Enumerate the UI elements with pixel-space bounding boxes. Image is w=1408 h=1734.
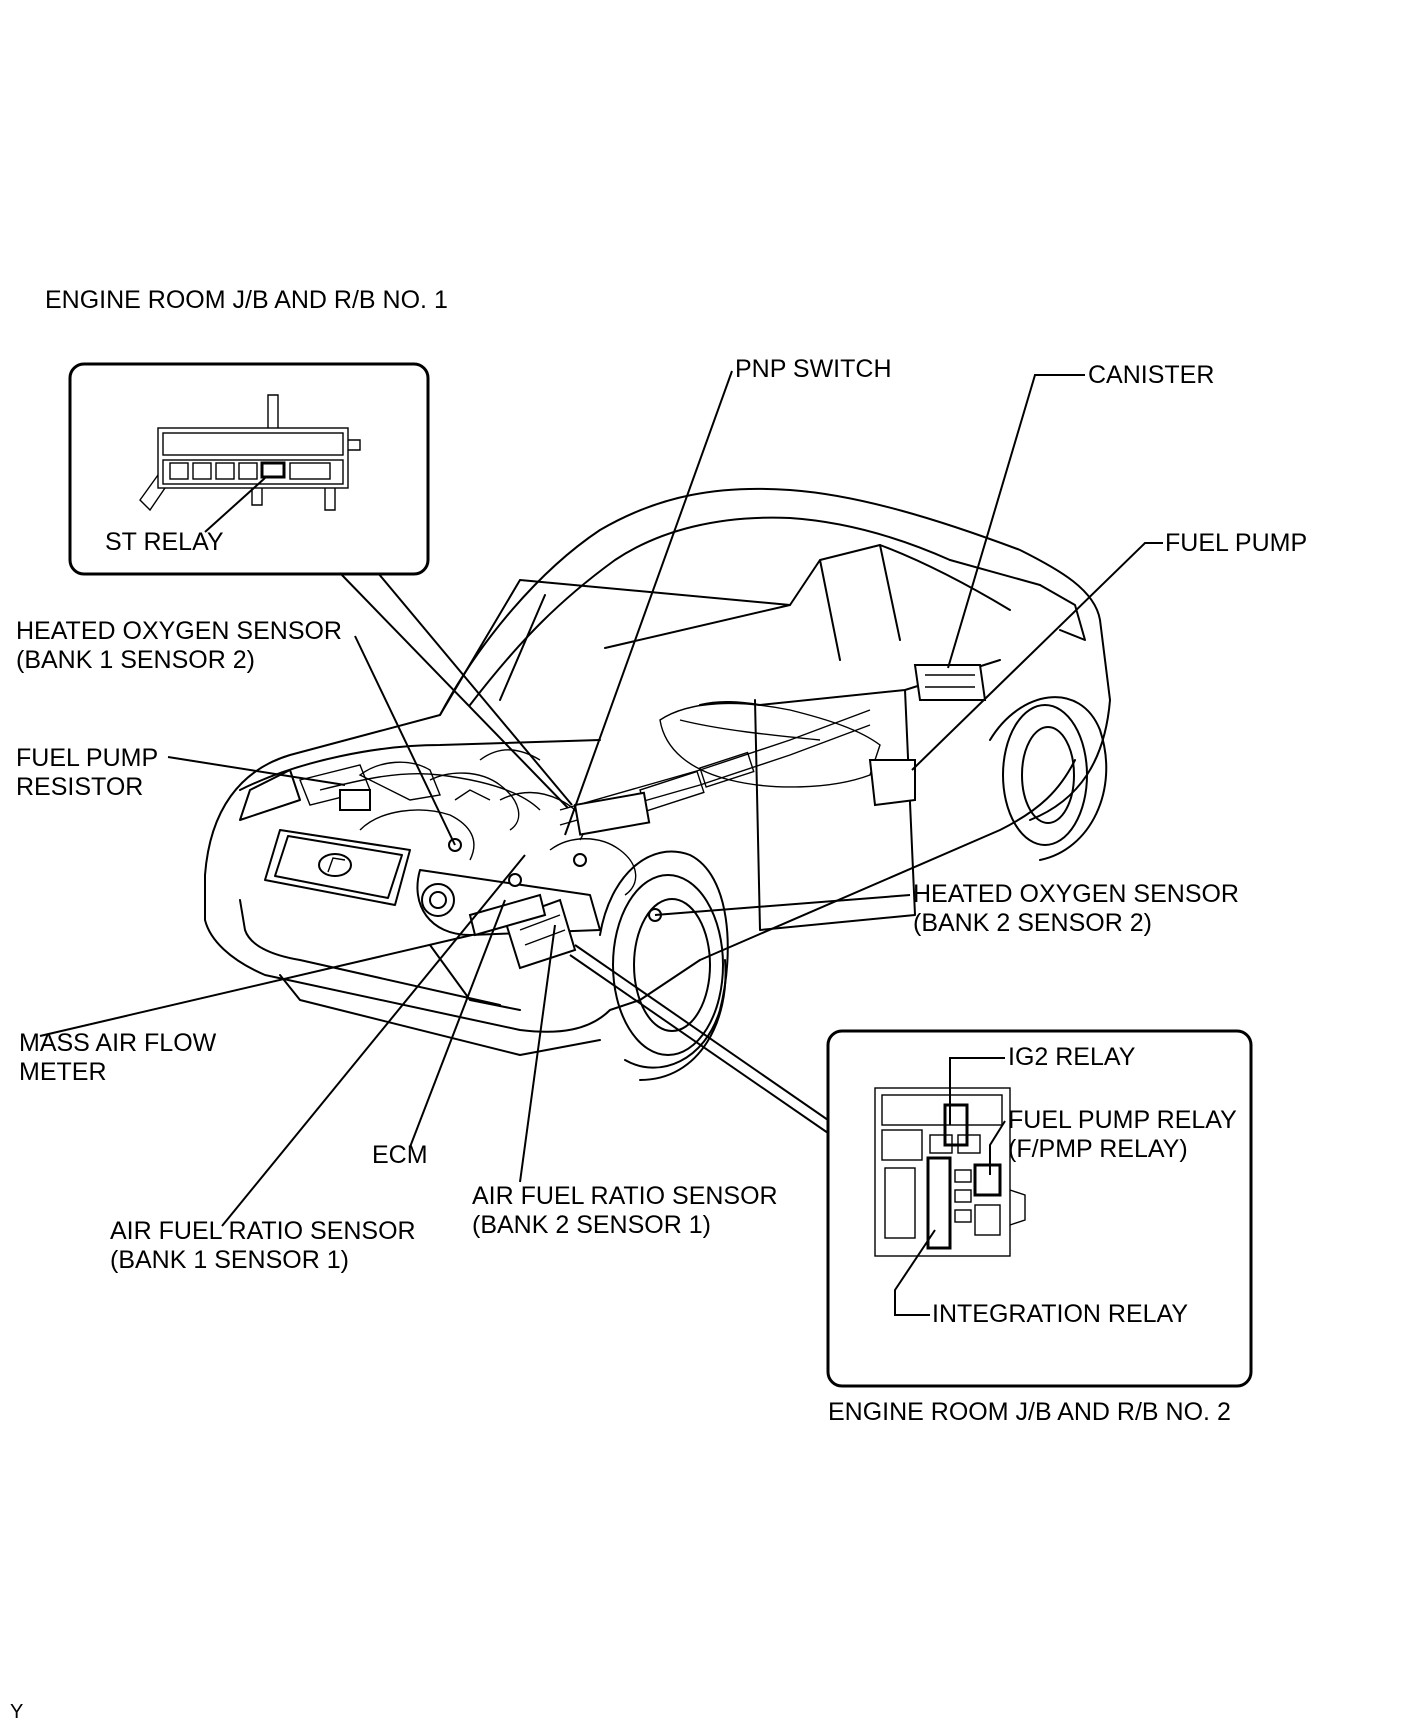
ecm-label: ECM [372, 1141, 428, 1169]
maf-line2: METER [19, 1058, 107, 1086]
fuel-pump-resistor-line1: FUEL PUMP [16, 744, 159, 772]
leader-lines [39, 370, 1163, 1227]
canister-part [913, 664, 987, 701]
fuel-pump-resistor-line2: RESISTOR [16, 773, 144, 801]
fuel-pump-resistor-part [339, 789, 371, 811]
fuel-pump-part [868, 759, 916, 807]
pnp-switch-label: PNP SWITCH [735, 355, 892, 383]
ho2s-b1s2-label: HEATED OXYGEN SENSOR (BANK 1 SENSOR 2) [16, 617, 342, 675]
maf-part [468, 893, 547, 937]
figure-code: Y [10, 1701, 24, 1723]
ho2s-b1s2-line2: (BANK 1 SENSOR 2) [16, 646, 255, 674]
ig2-relay-part [943, 1103, 969, 1147]
fuel-pump-relay-part [973, 1163, 1002, 1197]
st-relay-part [260, 461, 286, 479]
ho2s-b2s2-label: HEATED OXYGEN SENSOR (BANK 2 SENSOR 2) [913, 880, 1239, 938]
pnp-switch-part [573, 791, 651, 836]
af-b1s1-label: AIR FUEL RATIO SENSOR (BANK 1 SENSOR 1) [110, 1217, 416, 1275]
fuel-pump-relay-line1: FUEL PUMP RELAY [1008, 1106, 1237, 1134]
af-b2s1-line1: AIR FUEL RATIO SENSOR [472, 1182, 778, 1210]
af-b2s1-line2: (BANK 2 SENSOR 1) [472, 1211, 711, 1239]
jb-no2-title: ENGINE ROOM J/B AND R/B NO. 2 [828, 1398, 1231, 1426]
maf-label: MASS AIR FLOW METER [19, 1029, 216, 1087]
af-b1s1-line2: (BANK 1 SENSOR 1) [110, 1246, 349, 1274]
vehicle-illustration [204, 487, 1111, 1081]
integration-relay-part [926, 1156, 952, 1250]
af-b2s1-part [508, 873, 522, 887]
jb-no1-title: ENGINE ROOM J/B AND R/B NO. 1 [45, 286, 448, 314]
integration-relay-label: INTEGRATION RELAY [932, 1300, 1189, 1328]
fuel-pump-resistor-label: FUEL PUMP RESISTOR [16, 744, 158, 802]
fuel-pump-relay-line2: (F/PMP RELAY) [1008, 1135, 1188, 1163]
af-b2s1-label: AIR FUEL RATIO SENSOR (BANK 2 SENSOR 1) [472, 1182, 778, 1240]
af-b1s1-part [573, 853, 587, 867]
component-parts [339, 664, 987, 970]
ho2s-b1s2-line1: HEATED OXYGEN SENSOR [16, 617, 342, 645]
fuel-pump-label: FUEL PUMP [1165, 529, 1308, 557]
jb-no2-callout [826, 1029, 1253, 1388]
jb-no1-callout [68, 362, 430, 576]
ho2s-b2s2-line2: (BANK 2 SENSOR 2) [913, 909, 1152, 937]
ig2-relay-label: IG2 RELAY [1008, 1043, 1136, 1071]
st-relay-label: ST RELAY [105, 528, 224, 556]
canister-label: CANISTER [1088, 361, 1215, 389]
af-b1s1-line1: AIR FUEL RATIO SENSOR [110, 1217, 416, 1245]
fuel-pump-relay-label: FUEL PUMP RELAY (F/PMP RELAY) [1008, 1106, 1237, 1164]
ho2s-b2s2-line1: HEATED OXYGEN SENSOR [913, 880, 1239, 908]
maf-line1: MASS AIR FLOW [19, 1029, 217, 1057]
